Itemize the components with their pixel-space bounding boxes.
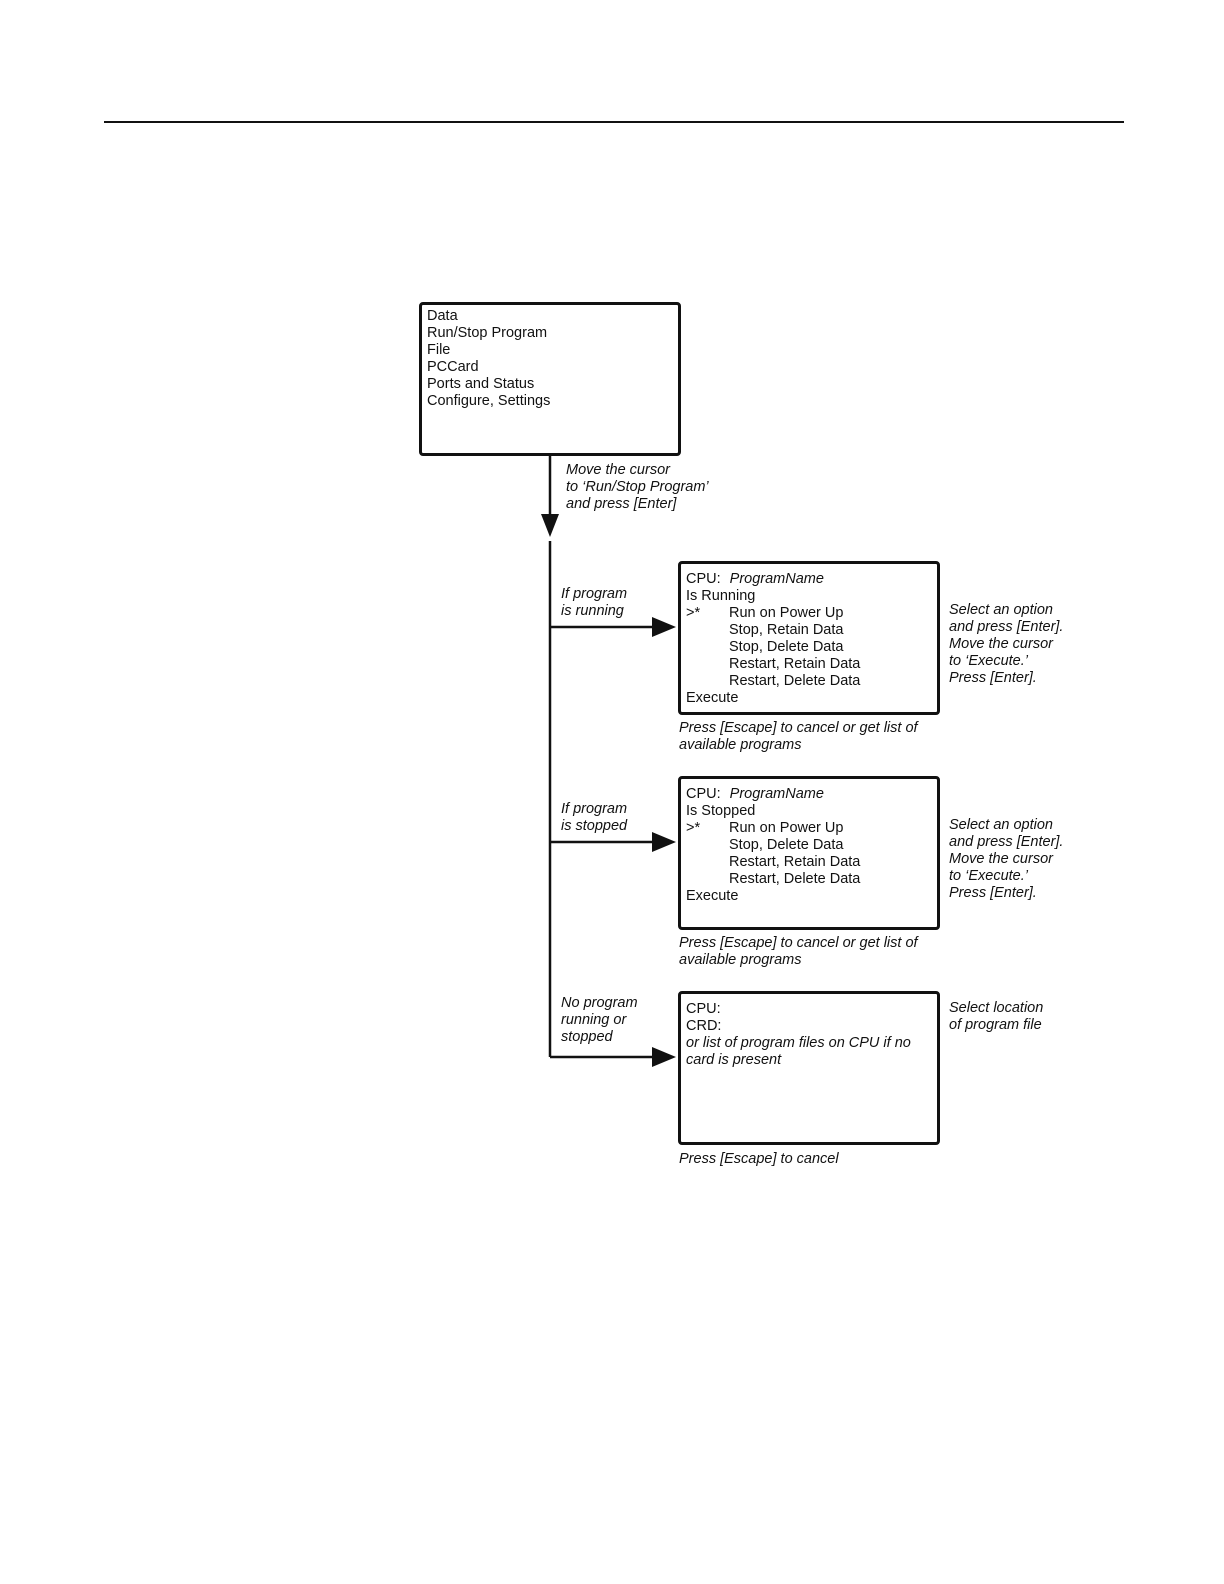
arrowhead-none [652, 1047, 676, 1067]
side-note-line: Select location [949, 1000, 1044, 1016]
arrowhead-down [541, 514, 559, 537]
program-state: Is Running [686, 588, 756, 604]
condition-label: is running [561, 603, 624, 619]
step-note-line: Move the cursor [566, 462, 670, 478]
execute-option[interactable]: Execute [686, 690, 739, 706]
escape-note-line: available programs [679, 952, 802, 968]
step-note-line: to ‘Run/Stop Program’ [566, 479, 709, 495]
running-program-screen: CPU: ProgramName Is Running >* Run on Pow… [678, 561, 940, 715]
program-files-hint: card is present [686, 1052, 782, 1068]
step-note-line: and press [Enter] [566, 496, 677, 512]
escape-note-line: available programs [679, 737, 802, 753]
main-menu-screen: Data Run/Stop Program File PCCard Ports … [419, 302, 681, 456]
header-rule [104, 121, 1124, 123]
cpu-header: CPU: ProgramName [686, 571, 824, 588]
side-note-line: and press [Enter]. [949, 834, 1064, 850]
condition-label: If program [561, 801, 628, 817]
option-run-on-power-up[interactable]: Run on Power Up [729, 605, 844, 621]
arrowhead-stopped [652, 832, 676, 852]
select-location-screen: CPU: CRD: or list of program files on CP… [678, 991, 940, 1145]
side-note-line: of program file [949, 1017, 1042, 1033]
side-note-line: Select an option [949, 817, 1053, 833]
side-note-line: Move the cursor [949, 636, 1053, 652]
side-note-line: and press [Enter]. [949, 619, 1064, 635]
escape-note-line: Press [Escape] to cancel [679, 1151, 839, 1167]
menu-item-ports-status[interactable]: Ports and Status [427, 376, 535, 392]
cpu-header: CPU: ProgramName [686, 786, 824, 803]
execute-option[interactable]: Execute [686, 888, 739, 904]
menu-item-configure-settings[interactable]: Configure, Settings [427, 393, 551, 409]
cursor-marker: >* [686, 605, 701, 621]
side-note-line: to ‘Execute.’ [949, 653, 1028, 669]
escape-note-line: Press [Escape] to cancel or get list of [679, 935, 918, 951]
menu-item-run-stop-program[interactable]: Run/Stop Program [427, 325, 548, 341]
side-note-line: Move the cursor [949, 851, 1053, 867]
stopped-program-screen: CPU: ProgramName Is Stopped >* Run on Pow… [678, 776, 940, 930]
side-note-line: Select an option [949, 602, 1053, 618]
program-state: Is Stopped [686, 803, 756, 819]
condition-label: No program [561, 995, 638, 1011]
menu-item-pccard[interactable]: PCCard [427, 359, 479, 375]
condition-label: running or [561, 1012, 627, 1028]
option-run-on-power-up[interactable]: Run on Power Up [729, 820, 844, 836]
cursor-marker: >* [686, 820, 701, 836]
side-note-line: Press [Enter]. [949, 670, 1037, 686]
escape-note-line: Press [Escape] to cancel or get list of [679, 720, 918, 736]
option-restart-retain-data[interactable]: Restart, Retain Data [729, 656, 861, 672]
condition-label: stopped [561, 1029, 613, 1045]
option-restart-delete-data[interactable]: Restart, Delete Data [729, 673, 861, 689]
program-name: ProgramName [729, 786, 824, 802]
option-stop-retain-data[interactable]: Stop, Retain Data [729, 622, 844, 638]
arrowhead-running [652, 617, 676, 637]
menu-item-file[interactable]: File [427, 342, 451, 358]
menu-item-data[interactable]: Data [427, 308, 458, 324]
option-stop-delete-data[interactable]: Stop, Delete Data [729, 837, 844, 853]
cpu-label: CPU: [686, 786, 721, 802]
cpu-label: CPU: [686, 571, 721, 587]
condition-label: is stopped [561, 818, 628, 834]
option-restart-retain-data[interactable]: Restart, Retain Data [729, 854, 861, 870]
location-crd[interactable]: CRD: [686, 1018, 722, 1034]
side-note-line: Press [Enter]. [949, 885, 1037, 901]
side-note-line: to ‘Execute.’ [949, 868, 1028, 884]
option-stop-delete-data[interactable]: Stop, Delete Data [729, 639, 844, 655]
condition-label: If program [561, 586, 628, 602]
location-cpu[interactable]: CPU: [686, 1001, 721, 1017]
program-files-hint: or list of program files on CPU if no [686, 1035, 911, 1051]
program-name: ProgramName [729, 571, 824, 587]
option-restart-delete-data[interactable]: Restart, Delete Data [729, 871, 861, 887]
